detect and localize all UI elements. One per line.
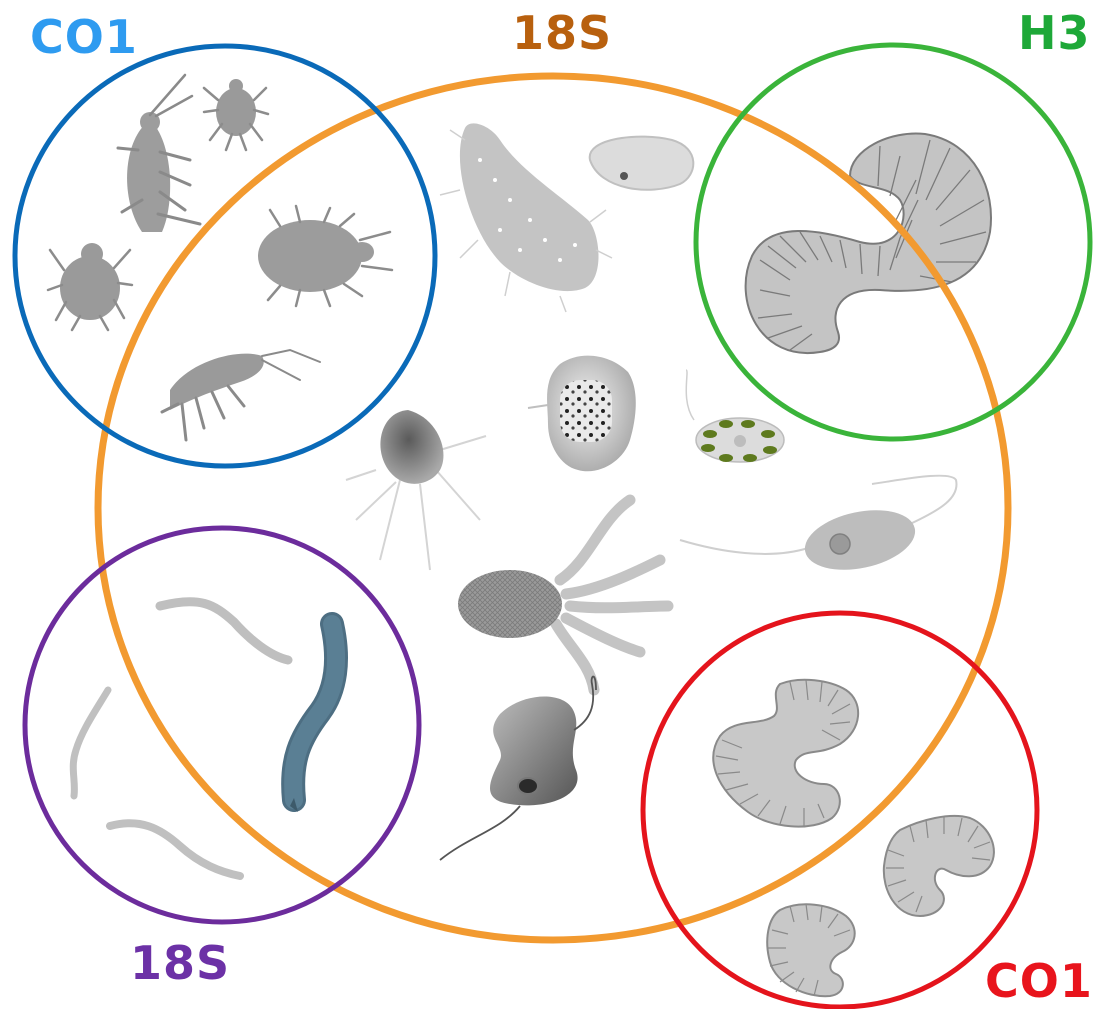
set-label-co1-bottom: CO1 — [985, 958, 1093, 1004]
amphipod-icon — [162, 350, 320, 440]
earthworm-icon — [746, 133, 991, 353]
nematode-icon — [73, 690, 108, 796]
enchytraeid-icon — [767, 904, 854, 996]
heliozoan-icon — [346, 410, 486, 570]
set-label-h3: H3 — [1018, 10, 1091, 56]
euglenoid-icon — [680, 476, 957, 579]
flagellate-icon — [440, 123, 612, 312]
set-label-18s-main: 18S — [512, 10, 612, 56]
nematode-icon — [290, 624, 336, 812]
nematode-icon — [110, 823, 240, 876]
enchytraeid-icon — [713, 680, 858, 827]
amoeba-icon — [528, 356, 636, 472]
suctorian-icon — [458, 500, 668, 690]
green-algae-colony-icon — [686, 370, 784, 462]
springtail-icon — [118, 75, 200, 232]
tick-mite-icon — [258, 206, 392, 306]
dinoflagellate-icon — [440, 677, 596, 861]
nematode-icon — [160, 602, 288, 660]
mite-icon — [48, 243, 132, 330]
cyst-icon — [590, 137, 694, 190]
enchytraeid-icon — [884, 816, 994, 916]
set-label-18s-small: 18S — [130, 940, 230, 986]
set-label-co1-top: CO1 — [30, 14, 138, 60]
mite-icon — [204, 79, 268, 150]
